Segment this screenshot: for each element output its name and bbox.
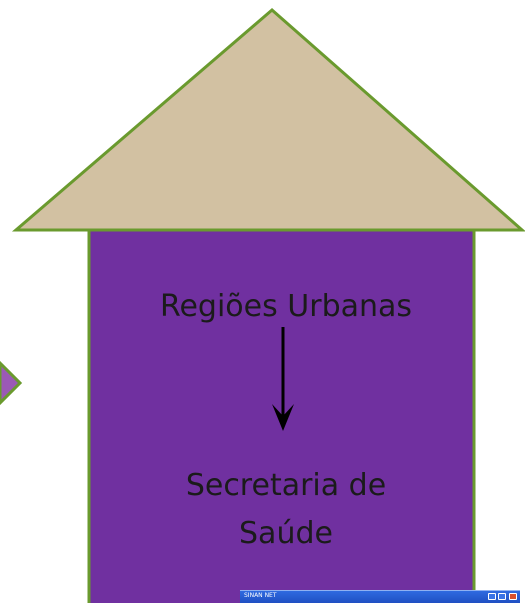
side-diamond-shape (0, 360, 23, 406)
label-secretaria-line2: Saúde (239, 516, 333, 551)
close-icon (509, 593, 517, 600)
label-regioes-urbanas: Regiões Urbanas (159, 289, 413, 324)
label-secretaria-line1: Secretaria de (185, 468, 387, 503)
maximize-icon (498, 593, 506, 600)
embedded-window-titlebar: SINAN NET (240, 590, 520, 603)
embedded-window-title: SINAN NET (244, 592, 277, 599)
arrow-head (272, 404, 294, 431)
house-roof (11, 8, 525, 232)
minimize-icon (488, 593, 496, 600)
